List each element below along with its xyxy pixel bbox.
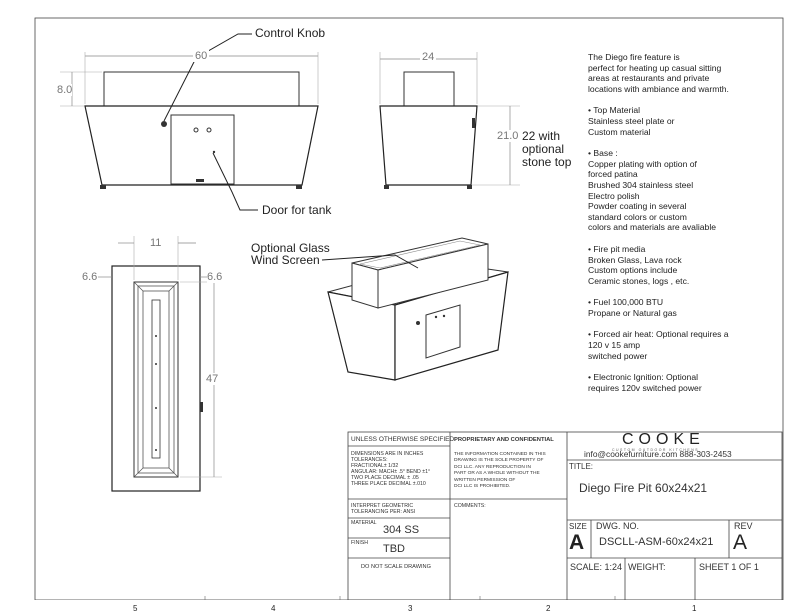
tb-three-place: THREE PLACE DECIMAL ±.010 xyxy=(351,481,426,487)
spec-ignition: • Electronic Ignition: Optional requires… xyxy=(588,372,702,393)
tb-weight: WEIGHT: xyxy=(628,562,666,572)
tb-title-label: TITLE: xyxy=(569,462,594,471)
callout-optional-glass: Optional Glass Wind Screen xyxy=(251,242,330,266)
dim-plan-left-offset: 6.6 xyxy=(82,271,98,283)
tb-dwg-no-label: DWG. NO. xyxy=(596,521,639,531)
callout-optional-glass-line2: Wind Screen xyxy=(251,253,320,267)
tb-tolerances-label: TOLERANCES: xyxy=(351,457,388,463)
control-knob-mark xyxy=(161,121,167,127)
zone-label-3: 3 xyxy=(408,604,413,613)
tb-proprietary-body: THE INFORMATION CONTAINED IN THIS DRAWIN… xyxy=(454,452,546,490)
tb-scale: SCALE: 1:24 xyxy=(570,562,623,572)
spec-forced-air: • Forced air heat: Optional requires a 1… xyxy=(588,329,729,361)
dim-side-width: 24 xyxy=(420,51,437,63)
callout-control-knob: Control Knob xyxy=(255,26,326,40)
front-top-glass xyxy=(103,71,300,107)
side-view xyxy=(379,52,520,189)
tb-material-label: MATERIAL xyxy=(351,520,377,526)
tb-unless-specified: UNLESS OTHERWISE SPECIFIED: xyxy=(351,436,456,443)
zone-label-4: 4 xyxy=(271,604,276,613)
tb-finish-value: TBD xyxy=(383,543,405,555)
tb-size-label: SIZE xyxy=(569,522,587,531)
plan-view xyxy=(98,236,222,492)
tb-brand-tagline: CUSTOM OUTDOOR KITCHENS xyxy=(612,448,700,452)
callout-optional-glass-line1: Optional Glass xyxy=(251,241,330,255)
tb-two-place: TWO PLACE DECIMAL ± .05 xyxy=(351,475,419,481)
spec-fire-pit-media: • Fire pit media Broken Glass, Lava rock… xyxy=(588,243,690,286)
tb-sheet: SHEET 1 OF 1 xyxy=(699,562,759,572)
sheet-border xyxy=(34,17,784,600)
tb-tolerancing-per: TOLERANCING PER: ANSI xyxy=(351,509,416,515)
tb-rev-label: REV xyxy=(734,521,753,531)
spec-intro: The Diego fire feature is perfect for he… xyxy=(588,52,729,94)
isometric-view xyxy=(321,237,509,381)
spec-fuel: • Fuel 100,000 BTU Propane or Natural ga… xyxy=(588,297,677,318)
tb-comments-label: COMMENTS: xyxy=(454,503,486,509)
tb-proprietary-title: PROPRIETARY AND CONFIDENTIAL xyxy=(454,437,554,443)
tb-dwg-no-value: DSCLL-ASM-60x24x21 xyxy=(599,536,714,548)
tb-fractional: FRACTIONAL± 1/32 xyxy=(351,463,399,469)
dim-plan-right-offset: 6.6 xyxy=(207,271,223,283)
spec-notes: The Diego fire feature is perfect for he… xyxy=(588,52,788,393)
tb-contact: info@cookefurniture.com 888-303-2453 xyxy=(584,449,732,459)
tb-interpret: INTERPRET GEOMETRIC TOLERANCING PER: ANS… xyxy=(351,503,415,515)
front-tank-door xyxy=(170,114,235,185)
height-note-line1: 22 with xyxy=(522,129,561,143)
tb-material-value: 304 SS xyxy=(383,524,420,536)
tb-brand-logo: COOKE xyxy=(622,431,705,448)
tb-tolerances: DIMENSIONS ARE IN INCHES TOLERANCES: FRA… xyxy=(351,451,430,487)
dim-side-height: 21.0 xyxy=(497,130,519,142)
tb-title-value: Diego Fire Pit 60x24x21 xyxy=(579,481,708,495)
side-top-glass xyxy=(403,71,455,107)
zone-label-5: 5 xyxy=(133,604,138,613)
dim-front-width: 60 xyxy=(193,50,210,62)
drawing-sheet xyxy=(34,17,784,600)
tb-rev-value: A xyxy=(733,531,748,554)
front-view xyxy=(60,33,319,211)
height-note-line2: optional xyxy=(522,142,565,156)
zone-label-1: 1 xyxy=(692,604,697,613)
tb-dims-inches: DIMENSIONS ARE IN INCHES xyxy=(351,451,424,457)
tb-angular: ANGULAR: MACH± .5° BEND ±1° xyxy=(351,469,431,475)
title-block-grid xyxy=(347,431,783,600)
spec-top-material: • Top Material Stainless steel plate or … xyxy=(588,105,675,137)
tb-finish-label: FINISH xyxy=(351,540,369,546)
zone-label-2: 2 xyxy=(546,604,551,613)
dim-plan-inner-width: 11 xyxy=(150,237,162,249)
spec-base: • Base : Copper plating with option of f… xyxy=(588,148,717,233)
dim-plan-length: 47 xyxy=(206,373,219,385)
tb-size-value: A xyxy=(569,531,585,554)
side-body xyxy=(379,105,478,186)
dim-front-top-height: 8.0 xyxy=(57,84,73,96)
callout-door-for-tank: Door for tank xyxy=(262,203,332,217)
tb-interpret-geometric: INTERPRET GEOMETRIC xyxy=(351,503,414,509)
tb-do-not-scale: DO NOT SCALE DRAWING xyxy=(361,564,431,570)
height-note-line3: stone top xyxy=(522,155,572,169)
callout-height-note: 22 with optional stone top xyxy=(522,130,571,169)
